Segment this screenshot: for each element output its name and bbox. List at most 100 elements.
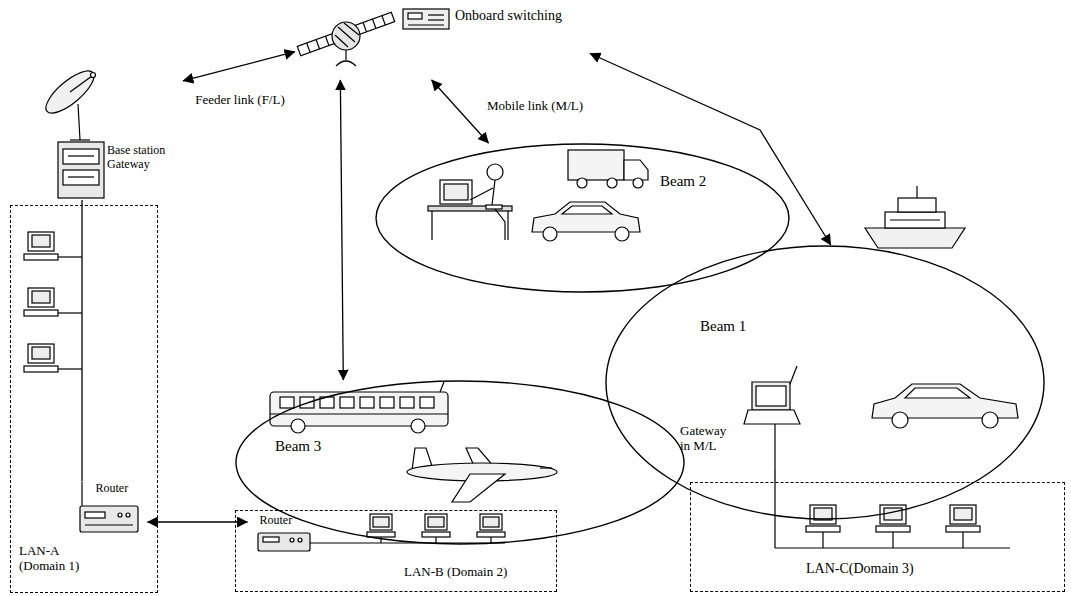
router-icon xyxy=(126,513,130,517)
base-station-node: Base station Gateway xyxy=(35,52,183,200)
laptop-icon xyxy=(752,382,790,410)
computer-icon xyxy=(32,347,50,359)
satellite-icon xyxy=(363,22,366,31)
ship-icon xyxy=(890,219,940,220)
ship-icon xyxy=(916,186,917,198)
computer-icon xyxy=(380,537,381,543)
computer-icon xyxy=(810,505,836,524)
computer-icon xyxy=(435,537,436,543)
car-icon xyxy=(982,412,998,428)
computer-icon xyxy=(483,517,499,527)
switch-box-icon xyxy=(408,13,422,19)
dish-antenna xyxy=(91,73,96,78)
bus-icon xyxy=(411,419,425,433)
base-station-box xyxy=(63,149,99,164)
satellite-icon xyxy=(297,12,394,66)
satellite-icon xyxy=(307,43,310,52)
computer-icon xyxy=(422,532,450,537)
laptop-icon xyxy=(790,366,797,384)
computer-icon xyxy=(946,526,980,532)
node-label: Router xyxy=(96,482,129,496)
node-label: Base station Gateway xyxy=(107,144,179,172)
truck-icon xyxy=(577,178,587,188)
edge-label-layer: Feeder link (F/L)Mobile link (M/L) xyxy=(0,0,100,30)
person-at-desk-icon xyxy=(487,164,503,180)
ship-icon xyxy=(898,198,936,212)
node-label: Onboard switching xyxy=(455,8,562,24)
bus-icon xyxy=(360,397,374,408)
computer-icon xyxy=(32,235,50,247)
base-station-box xyxy=(58,142,104,198)
base-station-box xyxy=(63,170,99,185)
computer-icon xyxy=(477,532,505,537)
node-label: Beam 3 xyxy=(275,438,321,455)
car-icon xyxy=(872,384,1018,428)
beam-ellipse: Beam 1 Gateway in M/L xyxy=(605,245,1045,520)
bus-icon xyxy=(380,397,394,408)
satellite-icon xyxy=(336,61,356,66)
airplane-icon xyxy=(452,474,505,502)
computer-icon xyxy=(58,312,82,313)
beam-outline xyxy=(236,381,684,544)
switch-box-icon xyxy=(428,19,444,20)
dish-antenna xyxy=(40,64,100,119)
car-icon xyxy=(615,227,629,241)
computer-icon xyxy=(950,505,976,524)
switch-box-icon xyxy=(403,9,449,29)
switch-box-icon xyxy=(428,14,444,15)
person-at-desk-icon xyxy=(507,211,508,240)
computer-icon xyxy=(28,344,54,363)
computer-icon xyxy=(876,526,910,532)
satellite-icon xyxy=(297,12,394,56)
router-icon xyxy=(258,533,310,551)
airplane-icon xyxy=(407,448,557,502)
computer-icon xyxy=(480,514,502,530)
computer-icon xyxy=(367,514,505,543)
computer-icon xyxy=(490,537,491,543)
switch-box-icon xyxy=(403,9,449,29)
ship-icon xyxy=(865,228,965,248)
link-arrow xyxy=(183,52,295,81)
illustration-part xyxy=(24,9,1018,551)
airplane-icon xyxy=(540,467,552,468)
bus-icon xyxy=(440,382,444,392)
beam-outline xyxy=(605,245,1045,520)
truck-icon xyxy=(607,178,617,188)
beam-outline xyxy=(235,380,685,545)
computer-icon xyxy=(367,532,395,537)
truck-icon xyxy=(568,150,648,188)
ship-icon xyxy=(865,186,965,248)
computer-icon xyxy=(24,366,58,372)
computer-icon xyxy=(28,232,54,251)
dish-antenna xyxy=(40,64,100,140)
laptop-icon xyxy=(744,366,800,424)
car-icon xyxy=(562,206,612,214)
node-label: Gateway in M/L xyxy=(680,424,734,454)
beam-outline xyxy=(376,144,789,292)
bus-icon xyxy=(291,419,305,433)
lan-box: LAN-C(Domain 3) xyxy=(690,482,1065,592)
computer-icon xyxy=(58,256,82,257)
bus-icon xyxy=(280,397,294,408)
person-at-desk-icon xyxy=(486,205,502,209)
person-at-desk-icon xyxy=(431,211,432,240)
lan-wire xyxy=(774,424,775,470)
node-label: Beam 2 xyxy=(660,173,706,190)
router-icon xyxy=(290,538,294,542)
base-station-box xyxy=(68,176,94,177)
car-icon xyxy=(543,227,557,241)
beam-ellipse: Beam 2 xyxy=(375,143,790,293)
satellite-icon xyxy=(325,36,328,45)
beam-outline xyxy=(375,143,790,293)
dish-antenna xyxy=(70,139,90,140)
gateway-node: Gateway in M/L xyxy=(678,378,802,470)
node-label: Beam 1 xyxy=(700,318,746,335)
bus-icon xyxy=(340,397,354,408)
router-icon xyxy=(263,537,279,542)
computer-icon xyxy=(892,532,893,548)
computer-icon xyxy=(24,310,58,316)
truck-icon xyxy=(568,150,624,180)
link-arrow xyxy=(148,521,248,522)
